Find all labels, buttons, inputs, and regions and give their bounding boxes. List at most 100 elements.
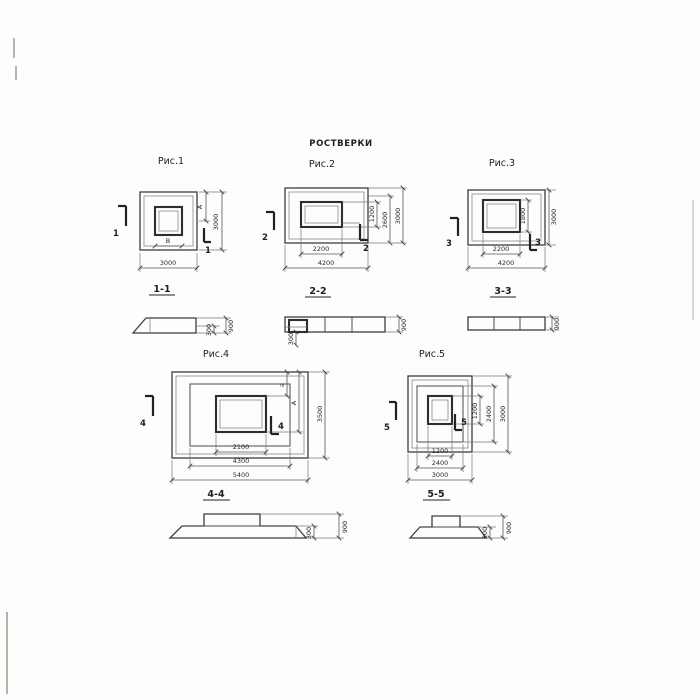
fig4-section: 4-4 300 900 xyxy=(168,489,349,541)
fig3-cut-mark-right: 3 xyxy=(528,234,541,252)
fig3-dim-bottom-outer: 4200 xyxy=(498,259,515,267)
fig5-section: 5-5 300 900 xyxy=(408,489,513,541)
fig5-section-dim-total: 900 xyxy=(505,522,513,534)
fig5-pedestal-contour xyxy=(426,394,454,426)
fig4-dim-bottom-outer: 5400 xyxy=(233,471,250,479)
fig3-cut-label-left: 3 xyxy=(446,239,452,249)
fig3-label: Рис.3 xyxy=(489,158,515,169)
fig2-pedestal-contour xyxy=(299,200,344,229)
fig1-section: 1-1 300 900 xyxy=(131,284,235,336)
fig2-section: 2-2 300 900 xyxy=(284,286,408,348)
fig2-dim-right-inner: 1200 xyxy=(368,206,376,223)
fig1-outer-contour xyxy=(139,191,198,251)
figure-1: Рис.1 3000 3000 А В 1 xyxy=(113,156,235,336)
fig3-section-profile xyxy=(467,316,546,331)
fig4-dim-right-outer: 3500 xyxy=(316,406,324,423)
fig2-cut-label-left: 2 xyxy=(262,233,268,243)
fig5-dim-right-inner: 1200 xyxy=(471,403,479,420)
fig1-cut-label-left: 1 xyxy=(113,229,119,239)
fig1-dim-inner-width: В xyxy=(166,237,170,245)
fig5-section-label: 5-5 xyxy=(427,489,444,500)
fig1-section-dim-total: 900 xyxy=(227,320,235,332)
fig1-cut-label-right: 1 xyxy=(205,246,211,256)
fig3-dim-bottom-inner: 2200 xyxy=(493,245,510,253)
fig5-label: Рис.5 xyxy=(419,349,445,360)
fig5-cut-mark-right: 5 xyxy=(453,414,467,432)
fig4-label: Рис.4 xyxy=(203,349,229,360)
fig5-cut-label-left: 5 xyxy=(384,423,390,433)
fig2-section-dim-step: 300 xyxy=(287,333,295,345)
fig5-middle-contour xyxy=(416,385,464,443)
fig1-dim-right: 3000 xyxy=(212,214,220,231)
fig5-dim-right-outer: 3000 xyxy=(499,406,507,423)
fig2-section-label: 2-2 xyxy=(309,286,326,297)
fig2-plan xyxy=(284,187,369,244)
fig2-cut-mark-left: 2 xyxy=(262,210,276,243)
fig5-cut-label-right: 5 xyxy=(461,418,467,428)
fig2-dim-bottom-outer: 4200 xyxy=(318,259,335,267)
fig3-cut-mark-left: 3 xyxy=(446,216,460,249)
fig1-pedestal-contour xyxy=(153,205,184,237)
fig5-plan xyxy=(407,375,473,453)
fig1-dim-inner-height: А xyxy=(196,204,204,209)
fig2-cut-mark-right: 2 xyxy=(358,224,369,254)
fig4-outer-contour xyxy=(171,371,309,459)
fig1-dim-bottom: 3000 xyxy=(160,259,177,267)
fig2-outer-contour xyxy=(284,187,369,244)
fig3-outer-contour xyxy=(467,189,546,246)
fig2-label: Рис.2 xyxy=(309,159,335,170)
fig2-cut-label-right: 2 xyxy=(363,244,369,254)
fig1-cut-mark-left: 1 xyxy=(113,204,128,239)
fig4-cut-label-left: 4 xyxy=(140,419,146,429)
fig4-plan xyxy=(171,371,309,459)
fig1-cut-mark-right: 1 xyxy=(202,228,211,256)
fig4-section-label: 4-4 xyxy=(207,489,225,500)
fig4-cut-label-right: 4 xyxy=(278,422,284,432)
fig4-section-dim-total: 900 xyxy=(341,521,349,533)
fig4-pedestal-contour xyxy=(214,394,268,434)
scan-artifacts xyxy=(6,38,694,694)
fig5-dim-bottom-mid: 2400 xyxy=(432,459,449,467)
fig3-pedestal-contour xyxy=(481,198,522,234)
fig1-section-profile xyxy=(131,317,197,334)
fig1-section-label: 1-1 xyxy=(153,284,170,295)
fig2-dim-right-mid: 2600 xyxy=(381,212,389,229)
fig5-section-dim-step: 300 xyxy=(481,527,489,539)
fig2-dim-bottom-inner: 2200 xyxy=(313,245,330,253)
fig3-cut-label-right: 3 xyxy=(535,238,541,248)
fig2-section-profile xyxy=(284,316,386,333)
fig3-plan xyxy=(467,189,546,246)
fig4-plan-dimensions: а А 3500 2100 4300 5400 xyxy=(169,369,330,484)
fig2-dim-right-outer: 3000 xyxy=(394,208,402,225)
fig5-plan-dimensions: 1200 2400 3000 1200 2400 3000 xyxy=(405,373,512,484)
figure-4: Рис.4 а А 3500 2100 430 xyxy=(140,349,349,541)
fig4-dim-bottom-inner: 2100 xyxy=(233,443,250,451)
fig4-dim-right-A: А xyxy=(290,400,298,405)
fig3-dim-right-outer: 3000 xyxy=(550,209,558,226)
fig4-dim-right-a: а xyxy=(278,383,286,387)
fig3-plan-dimensions: 1800 3000 2200 4200 xyxy=(465,187,558,272)
fig5-outer-contour xyxy=(407,375,473,453)
figure-2: Рис.2 1200 2600 3000 2200 xyxy=(262,159,408,348)
figure-3: Рис.3 1800 3000 2200 4200 xyxy=(446,158,561,333)
fig4-section-dim-step: 300 xyxy=(305,527,313,539)
fig5-dim-bottom-inner: 1200 xyxy=(432,447,449,455)
fig5-dim-right-mid: 2400 xyxy=(485,406,493,423)
fig2-section-dim-total: 900 xyxy=(400,319,408,331)
fig3-section-dim-total: 900 xyxy=(553,318,561,330)
fig5-dim-bottom-outer: 3000 xyxy=(432,471,449,479)
fig4-cut-mark-left: 4 xyxy=(140,394,155,429)
fig4-middle-contour xyxy=(189,383,291,447)
fig5-cut-mark-left: 5 xyxy=(384,400,398,433)
figure-5: Рис.5 1200 2400 3000 1200 xyxy=(384,349,513,541)
fig4-cut-mark-right: 4 xyxy=(269,416,284,436)
fig2-plan-dimensions: 1200 2600 3000 2200 4200 xyxy=(282,185,407,272)
fig1-section-dim-step: 300 xyxy=(205,324,213,336)
fig3-section-label: 3-3 xyxy=(494,286,511,297)
drawing-title: РОСТВЕРКИ xyxy=(309,139,372,149)
fig1-plan-dimensions: 3000 3000 А В xyxy=(137,189,227,272)
fig3-dim-right-inner: 1800 xyxy=(519,208,527,225)
fig1-label: Рис.1 xyxy=(158,156,184,167)
